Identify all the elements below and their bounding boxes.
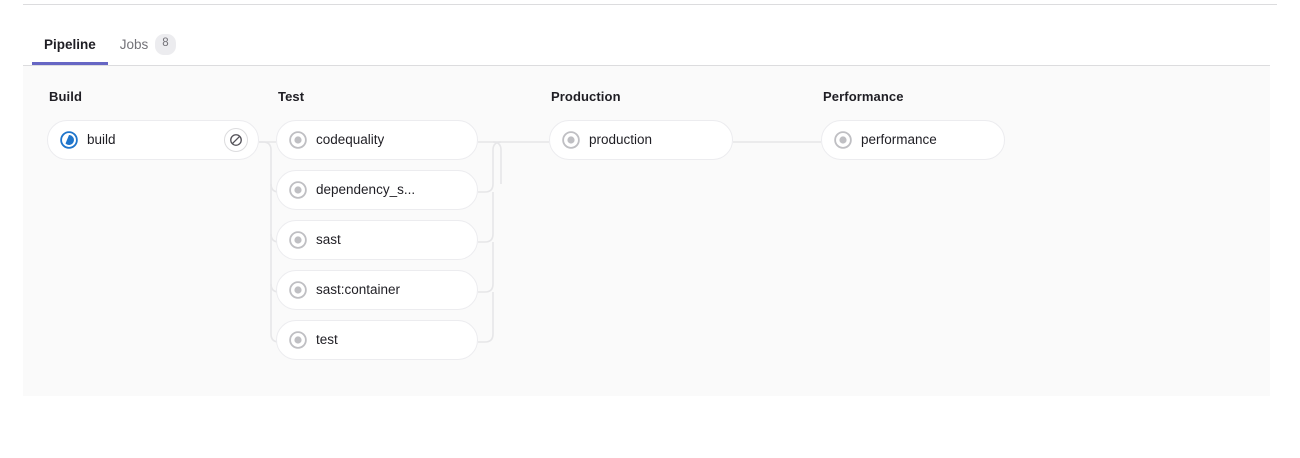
stage-performance-title: Performance [823, 89, 904, 104]
pipeline-graph: Build build [23, 66, 1270, 396]
status-created-icon [289, 181, 307, 199]
stage-build: Build build [47, 66, 259, 160]
status-created-icon [289, 331, 307, 349]
status-created-icon [289, 231, 307, 249]
status-created-icon [562, 131, 580, 149]
job-node-dependency-scanning[interactable]: dependency_s... [276, 170, 478, 210]
job-sast-label: sast [316, 233, 341, 247]
stage-production-jobs: production [549, 120, 733, 160]
job-production-main: production [562, 131, 722, 149]
job-production-label: production [589, 133, 653, 147]
stage-performance-jobs: performance [821, 120, 1005, 160]
tab-jobs[interactable]: Jobs 8 [108, 22, 188, 65]
job-sast-main: sast [289, 231, 467, 249]
cancel-icon[interactable] [224, 128, 248, 152]
job-performance-main: performance [834, 131, 994, 149]
status-created-icon [834, 131, 852, 149]
pipeline-tabbar: Pipeline Jobs 8 [23, 22, 1270, 66]
status-created-icon [289, 281, 307, 299]
job-node-production[interactable]: production [549, 120, 733, 160]
job-dependency-scanning-main: dependency_s... [289, 181, 467, 199]
job-node-sast-container[interactable]: sast:container [276, 270, 478, 310]
cancel-glyph [230, 134, 242, 146]
stage-build-title: Build [49, 89, 82, 104]
job-build-label: build [87, 133, 116, 147]
job-node-build[interactable]: build [47, 120, 259, 160]
stage-performance: Performance performance [821, 66, 1005, 160]
job-sast-container-label: sast:container [316, 283, 401, 297]
status-created-icon [289, 131, 307, 149]
job-node-performance[interactable]: performance [821, 120, 1005, 160]
job-build-main: build [60, 131, 224, 149]
stage-build-jobs: build [47, 120, 259, 160]
tab-pipeline-label: Pipeline [44, 36, 96, 52]
stage-test-title: Test [278, 89, 305, 104]
stage-test: Test codequality [276, 66, 478, 360]
tab-jobs-label: Jobs [119, 36, 149, 52]
tab-pipeline[interactable]: Pipeline [32, 22, 108, 65]
job-test-label: test [316, 333, 338, 347]
tab-jobs-count-badge: 8 [155, 34, 176, 55]
stage-test-jobs: codequality dependency_s... [276, 120, 478, 360]
stage-production: Production production [549, 66, 733, 160]
top-divider [23, 4, 1277, 5]
job-dependency-scanning-label: dependency_s... [316, 183, 416, 197]
job-codequality-main: codequality [289, 131, 467, 149]
job-test-main: test [289, 331, 467, 349]
job-performance-label: performance [861, 133, 937, 147]
stage-production-title: Production [551, 89, 621, 104]
job-node-codequality[interactable]: codequality [276, 120, 478, 160]
job-node-sast[interactable]: sast [276, 220, 478, 260]
job-codequality-label: codequality [316, 133, 385, 147]
job-node-test[interactable]: test [276, 320, 478, 360]
status-running-icon [60, 131, 78, 149]
job-sast-container-main: sast:container [289, 281, 467, 299]
pipeline-graph-panel: Build build [23, 66, 1270, 396]
